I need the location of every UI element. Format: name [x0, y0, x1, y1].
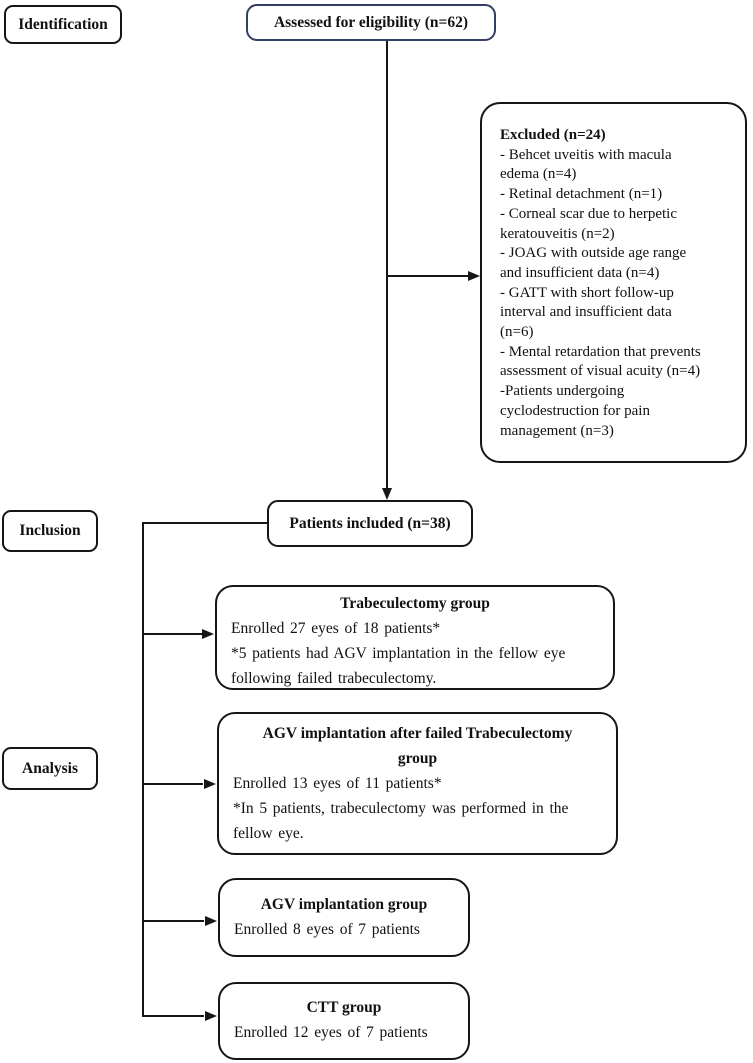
connector-assessed-to-included	[386, 41, 388, 489]
connector-to-ctt-group	[142, 1015, 204, 1017]
agv-after-failed-trab-group-title: AGV implantation after failed Trabeculec…	[262, 725, 573, 767]
stage-label-inclusion: Inclusion	[2, 510, 98, 552]
connector-to-agv-after-failed	[142, 783, 203, 785]
arrowhead-into-trabeculectomy	[202, 629, 214, 639]
ctt-group-title: CTT group	[306, 999, 382, 1016]
agv-after-failed-trab-group-box: AGV implantation after failed Trabeculec…	[217, 712, 618, 855]
agv-implantation-group-details: Enrolled 8 eyes of 7 patients	[234, 921, 420, 938]
ctt-group-box: CTT group Enrolled 12 eyes of 7 patients	[218, 982, 470, 1060]
connector-to-agv-group	[142, 920, 204, 922]
trabeculectomy-group-details: Enrolled 27 eyes of 18 patients* *5 pati…	[231, 620, 566, 687]
trabeculectomy-group-box: Trabeculectomy group Enrolled 27 eyes of…	[215, 585, 615, 690]
trabeculectomy-group-title: Trabeculectomy group	[340, 595, 490, 612]
assessed-box: Assessed for eligibility (n=62)	[246, 4, 496, 41]
arrowhead-into-included	[382, 488, 392, 500]
agv-implantation-group-title: AGV implantation group	[260, 896, 428, 913]
agv-implantation-group-box: AGV implantation group Enrolled 8 eyes o…	[218, 878, 470, 957]
connector-to-trabeculectomy	[142, 633, 203, 635]
ctt-group-details: Enrolled 12 eyes of 7 patients	[234, 1024, 428, 1041]
arrowhead-into-agv-group	[205, 916, 217, 926]
included-box: Patients included (n=38)	[267, 500, 473, 547]
arrowhead-into-ctt-group	[205, 1011, 217, 1021]
connector-to-excluded	[387, 275, 469, 277]
stage-label-identification: Identification	[4, 5, 122, 44]
excluded-title: Excluded (n=24)	[500, 127, 606, 143]
excluded-box: Excluded (n=24) - Behcet uveitis with ma…	[480, 102, 747, 463]
agv-after-failed-trab-group-details: Enrolled 13 eyes of 11 patients* *In 5 p…	[233, 775, 569, 842]
excluded-reasons-list: - Behcet uveitis with macula edema (n=4)…	[500, 146, 701, 439]
stage-label-analysis: Analysis	[2, 747, 98, 790]
arrowhead-into-agv-after-failed	[204, 779, 216, 789]
arrowhead-into-excluded	[468, 271, 480, 281]
trunk-line	[142, 522, 144, 1017]
connector-included-to-trunk	[142, 522, 267, 524]
